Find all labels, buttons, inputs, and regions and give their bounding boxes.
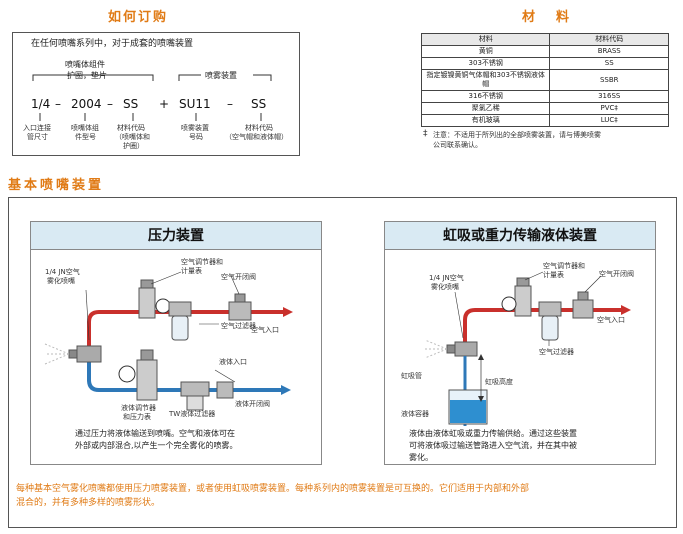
basic-box <box>8 197 677 528</box>
code-inlet: 1/4 <box>31 97 51 111</box>
label-spray2: 号码 <box>189 133 203 141</box>
label-material: 材料代码 <box>117 124 145 132</box>
pressure-title: 压力装置 <box>31 222 321 250</box>
pressure-desc-2: 外部或内部混合,以产生一个完全雾化的喷雾。 <box>75 441 238 450</box>
p-lbl-nozzle: 1/4 JN空气 <box>45 268 80 276</box>
s-lbl-tube: 虹吸管 <box>401 372 422 380</box>
code-spray: SU11 <box>179 97 211 111</box>
siphon-panel: 虹吸或重力传输液体装置 1/4 JN空气 雾化喷嘴 <box>384 221 656 465</box>
label-material2: （喷嘴体和 <box>115 133 150 141</box>
note-mark: ‡ <box>423 129 428 139</box>
order-title: 如何订购 <box>108 10 169 25</box>
code-dash-2: – <box>107 97 113 111</box>
table-header-row: 材料 材料代码 <box>420 33 669 46</box>
siphon-desc-3: 雾化。 <box>409 453 433 462</box>
p-lbl-liq-reg2: 和压力表 <box>123 413 151 421</box>
cell-code: 316SS <box>549 90 669 103</box>
cell-material: 316不锈钢 <box>420 90 551 103</box>
s-lbl-filter: 空气过滤器 <box>539 348 574 356</box>
cell-code: PVC‡ <box>549 102 669 115</box>
header-code: 材料代码 <box>549 33 669 46</box>
s-lbl-air-in: 空气入口 <box>597 316 625 324</box>
footer-text-2: 混合的，并有多种多样的喷雾形状。 <box>16 498 161 508</box>
group-nozzle-label: 喷嘴体组件 <box>65 60 105 69</box>
pressure-desc-1: 通过压力将液体输送到喷嘴。空气和液体可在 <box>75 429 235 438</box>
p-lbl-valve: 空气开闭阀 <box>221 273 256 281</box>
code-dash-1: – <box>55 97 61 111</box>
code-dash-3: – <box>227 97 233 111</box>
label-material-b: 材料代码 <box>245 124 273 132</box>
code-plus: + <box>159 97 170 111</box>
siphon-title: 虹吸或重力传输液体装置 <box>385 222 655 250</box>
p-lbl-liq-reg: 液体调节器 <box>121 404 156 412</box>
order-box: 在任何喷嘴系列中，对于成套的喷嘴装置 喷嘴体组件 护圈，垫片 喷雾装置 1/4 … <box>12 32 300 156</box>
group-spray-label: 喷雾装置 <box>205 71 237 80</box>
footer-text-1: 每种基本空气雾化喷嘴都使用压力喷雾装置，或者使用虹吸喷雾装置。每种系列内的喷雾装… <box>16 484 530 494</box>
p-lbl-tw: TW液体过滤器 <box>169 410 216 418</box>
basic-title: 基本喷嘴装置 <box>8 178 105 193</box>
cell-material: 303不锈钢 <box>420 57 551 70</box>
cell-material: 聚氯乙稀 <box>420 102 551 115</box>
label-model2: 件型号 <box>75 133 96 141</box>
order-intro: 在任何喷嘴系列中，对于成套的喷嘴装置 <box>31 39 194 49</box>
materials-note: 注意：不适用于所列出的全部喷雾装置，请与博美喷雾公司联系确认。 <box>433 131 601 149</box>
pressure-panel: 压力装置 <box>30 221 322 465</box>
s-lbl-regulator2: 计量表 <box>543 271 564 279</box>
pressure-diagram <box>44 271 293 411</box>
materials-title: 材 料 <box>522 10 574 25</box>
s-lbl-container: 液体容器 <box>401 410 429 418</box>
p-lbl-air-in: 空气入口 <box>251 326 279 334</box>
cell-code: BRASS <box>549 45 669 58</box>
code-model: 2004 <box>71 97 102 111</box>
cell-code: SS <box>549 57 669 70</box>
p-lbl-liq-valve: 液体开闭阀 <box>235 400 270 408</box>
cell-material: 指定镀镍黄铜气体帽和303不锈钢液体帽 <box>420 69 551 91</box>
label-spray: 喷雾装置 <box>181 124 209 132</box>
s-lbl-nozzle2: 雾化喷嘴 <box>431 283 459 291</box>
label-material3: 护圈） <box>123 142 144 150</box>
s-lbl-regulator: 空气调节器和 <box>543 262 585 270</box>
label-material-b2: （空气帽和液体帽） <box>225 133 288 141</box>
cell-code: LUC‡ <box>549 114 669 127</box>
label-inlet: 入口连接 <box>23 124 51 132</box>
label-model: 喷嘴体组 <box>71 124 99 132</box>
code-material-b: SS <box>251 97 267 111</box>
siphon-diagram <box>424 271 631 426</box>
header-material: 材料 <box>420 33 551 46</box>
siphon-desc-1: 液体由液体虹吸或重力传输供给。通过这些装置 <box>409 429 577 438</box>
siphon-desc-2: 可将液体吸过输送管路进入空气流，并在其中被 <box>409 441 577 450</box>
s-lbl-nozzle: 1/4 JN空气 <box>429 274 464 282</box>
p-lbl-filter: 空气过滤器 <box>221 322 256 330</box>
label-inlet2: 管尺寸 <box>27 133 48 141</box>
p-lbl-regulator: 空气调节器和 <box>181 258 223 266</box>
order-brackets <box>32 74 272 121</box>
p-lbl-liq-in: 液体入口 <box>219 358 247 366</box>
cell-material: 有机玻璃 <box>420 114 551 127</box>
p-lbl-regulator2: 计量表 <box>181 267 202 275</box>
s-lbl-valve: 空气开闭阀 <box>599 270 634 278</box>
p-lbl-nozzle2: 雾化喷嘴 <box>47 277 75 285</box>
cell-material: 黄铜 <box>420 45 551 58</box>
s-lbl-height: 虹吸高度 <box>485 378 513 386</box>
cell-code: SSBR <box>549 69 669 91</box>
code-material: SS <box>123 97 139 111</box>
